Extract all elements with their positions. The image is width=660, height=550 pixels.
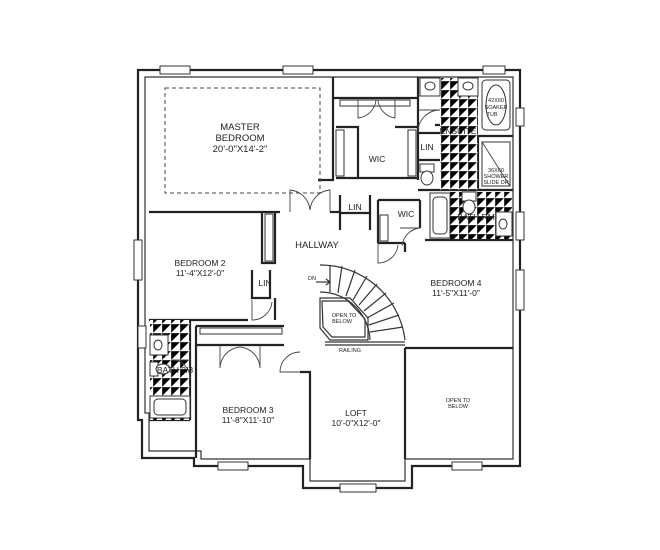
fixtures bbox=[149, 77, 513, 419]
bath23-label: BATH 2/3 bbox=[157, 365, 193, 375]
tub-label-2: SOAKER bbox=[485, 105, 508, 111]
ensuite-tile-floor bbox=[440, 78, 478, 190]
ensuite-label: ENSUITE bbox=[440, 126, 477, 136]
bedroom3-label: BEDROOM 3 bbox=[222, 405, 273, 415]
loft-label: LOFT bbox=[345, 408, 367, 418]
open-right-label-1: OPEN TO bbox=[446, 398, 471, 404]
lin-hall-label: LIN bbox=[348, 202, 361, 212]
dn-label: DN bbox=[308, 276, 316, 282]
bedroom2-dims: 11'-4"X12'-0" bbox=[176, 268, 224, 278]
lin-bed2-label: LIN bbox=[258, 278, 271, 288]
curved-staircase bbox=[316, 264, 406, 346]
wic-hall-label: WIC bbox=[398, 209, 415, 219]
master-tray-ceiling bbox=[164, 87, 321, 194]
room-labels: MASTER BEDROOM 20'-0"X14'-2" WIC ENSUITE… bbox=[157, 98, 509, 428]
railing-label: RAILING bbox=[339, 348, 361, 354]
hallway-label: HALLWAY bbox=[295, 240, 339, 251]
tub-label-3: TUB bbox=[487, 112, 498, 118]
shower-label-2: SHOWER bbox=[484, 174, 509, 180]
tub-label-1: 42X60 bbox=[488, 98, 504, 104]
bedroom4-label: BEDROOM 4 bbox=[430, 278, 481, 288]
open-right-label-2: BELOW bbox=[448, 404, 469, 410]
master-bedroom-label-2: BEDROOM bbox=[215, 133, 264, 144]
loft-dims: 10'-0"X12'-0" bbox=[332, 418, 381, 428]
bedroom2-label: BEDROOM 2 bbox=[174, 258, 225, 268]
shower-label-3: SLIDE DR bbox=[483, 180, 508, 186]
bath-rm-label: BATH RM bbox=[457, 212, 495, 222]
bedroom3-dims: 11'-8"X11'-10" bbox=[222, 415, 274, 425]
windows bbox=[133, 65, 525, 493]
bedroom4-dims: 11'-5"X11'-0" bbox=[432, 288, 480, 298]
master-bedroom-label: MASTER bbox=[220, 122, 260, 133]
lin-ensuite-label: LIN bbox=[420, 142, 433, 152]
wic-master-label: WIC bbox=[369, 154, 386, 164]
doors bbox=[171, 98, 441, 379]
shower-label-1: 36X60 bbox=[488, 168, 504, 174]
open-stair-label-1: OPEN TO bbox=[332, 313, 357, 319]
open-stair-label-2: BELOW bbox=[332, 319, 353, 325]
master-bedroom-dims: 20'-0"X14'-2" bbox=[213, 144, 268, 155]
